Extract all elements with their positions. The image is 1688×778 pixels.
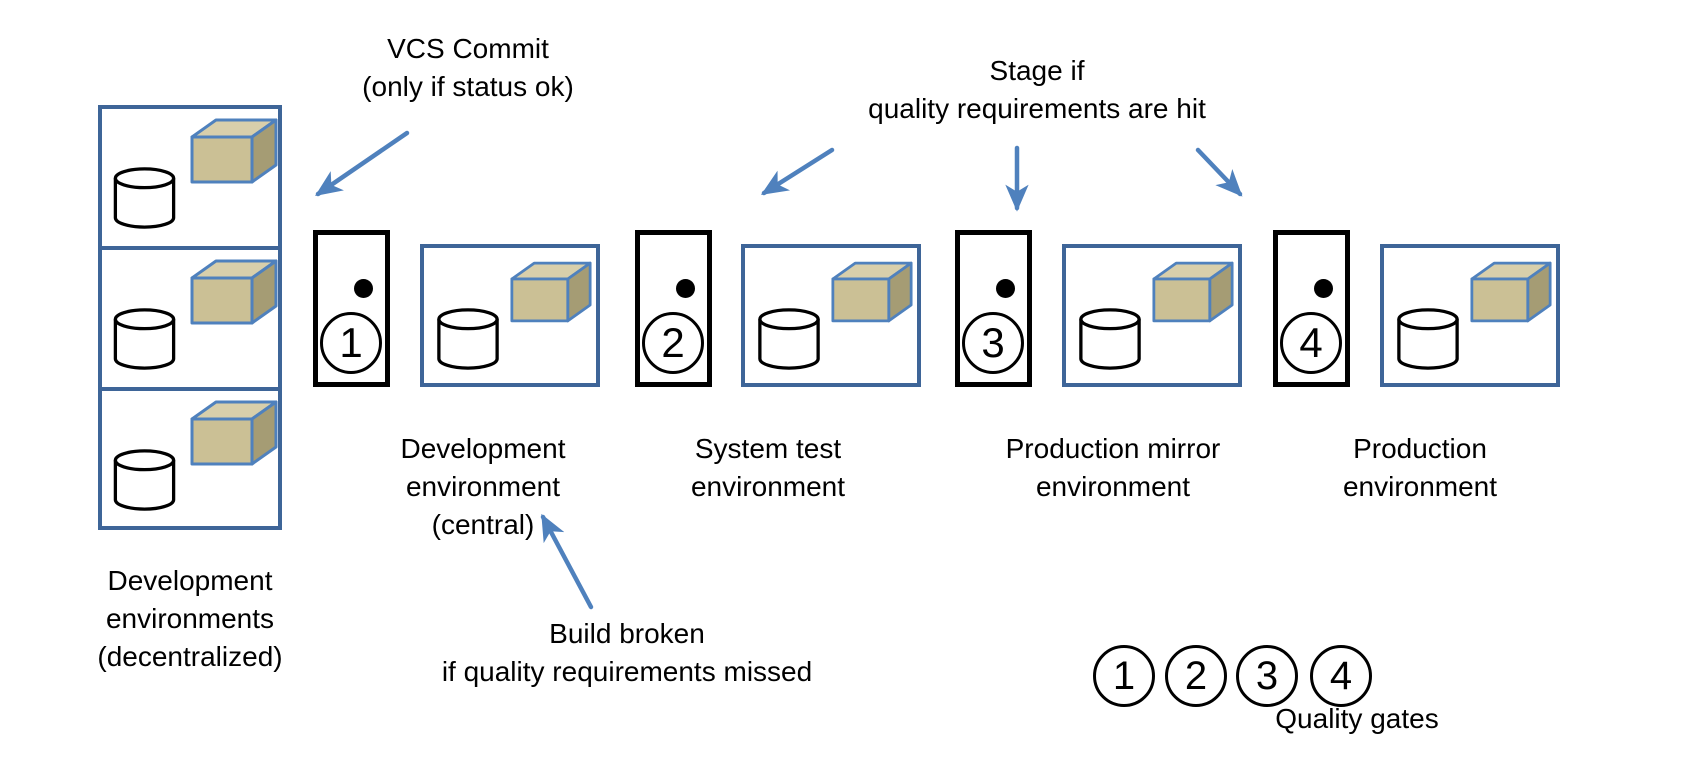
env-label-line: System test [694, 433, 842, 464]
quality-gate-1: 1 [313, 230, 390, 387]
database-cylinder-icon [436, 308, 500, 370]
env-label-line: environment [1035, 471, 1191, 502]
gate-indicator-dot [676, 279, 695, 298]
database-cylinder-icon [112, 308, 177, 370]
quality-gate-3: 3 [955, 230, 1032, 387]
package-cube-icon [1152, 260, 1234, 324]
package-cube-icon [190, 259, 278, 325]
package-cube-icon [831, 260, 913, 324]
annotation-line: (only if status ok) [362, 71, 574, 102]
legend-gate-number: 4 [1329, 654, 1353, 698]
env-label-system-test: System test environment [618, 430, 918, 506]
stack-divider [102, 387, 278, 391]
arrow-stage-left [760, 147, 835, 196]
env-box-dev-central [420, 244, 600, 387]
gate-indicator-dot [1314, 279, 1333, 298]
database-cylinder-icon [112, 449, 177, 511]
dev-stack-label: Development environments (decentralized) [40, 562, 340, 676]
gate-number: 1 [339, 319, 363, 366]
legend-label: Quality gates [1275, 703, 1439, 734]
arrow-vcs-commit [315, 130, 410, 197]
dev-environment-cell [102, 391, 278, 528]
annotation-vcs-commit: VCS Commit (only if status ok) [268, 30, 668, 106]
gate-indicator-dot [354, 279, 373, 298]
database-cylinder-icon [1396, 308, 1460, 370]
gate-number-badge: 1 [320, 312, 382, 374]
legend-gate-number: 3 [1255, 654, 1279, 698]
annotation-stage: Stage if quality requirements are hit [797, 52, 1277, 128]
env-label-production: Production environment [1270, 430, 1570, 506]
env-label-line: Development [400, 433, 566, 464]
annotation-line: if quality requirements missed [441, 656, 813, 687]
stack-divider [102, 246, 278, 250]
legend-gate-circle-1: 1 [1093, 645, 1155, 707]
env-label-line: Production [1353, 433, 1487, 464]
annotation-line: quality requirements are hit [868, 93, 1206, 124]
dev-stack-label-line: environments [105, 603, 275, 634]
env-label-line: Production mirror [1005, 433, 1221, 464]
legend-gate-circle-2: 2 [1165, 645, 1227, 707]
arrow-stage-right [1195, 147, 1243, 197]
quality-gate-4: 4 [1273, 230, 1350, 387]
package-cube-icon [1470, 260, 1552, 324]
env-box-production-mirror [1062, 244, 1242, 387]
package-cube-icon [190, 118, 278, 184]
annotation-line: VCS Commit [387, 33, 549, 64]
env-label-line: environment [1342, 471, 1498, 502]
gate-number: 4 [1299, 319, 1323, 366]
gate-number-badge: 4 [1280, 312, 1342, 374]
env-label-line: environment [405, 471, 561, 502]
package-cube-icon [190, 400, 278, 466]
dev-environment-cell [102, 250, 278, 387]
gate-number-badge: 2 [642, 312, 704, 374]
database-cylinder-icon [757, 308, 821, 370]
dev-environment-cell [102, 109, 278, 246]
env-box-production [1380, 244, 1560, 387]
dev-environments-stack [98, 105, 282, 530]
legend-gate-number: 2 [1184, 654, 1208, 698]
database-cylinder-icon [112, 167, 177, 229]
env-label-line: (central) [431, 509, 535, 540]
legend-gate-circle-3: 3 [1236, 645, 1298, 707]
package-cube-icon [510, 260, 592, 324]
env-box-system-test [741, 244, 921, 387]
gate-number-badge: 3 [962, 312, 1024, 374]
dev-stack-label-line: Development [107, 565, 273, 596]
env-label-line: environment [690, 471, 846, 502]
gate-number: 3 [981, 319, 1005, 366]
env-label-dev-central: Development environment (central) [333, 430, 633, 544]
annotation-line: Stage if [989, 55, 1085, 86]
quality-gate-2: 2 [635, 230, 712, 387]
annotation-line: Build broken [549, 618, 705, 649]
gate-indicator-dot [996, 279, 1015, 298]
env-label-production-mirror: Production mirror environment [963, 430, 1263, 506]
legend-gate-circle-4: 4 [1310, 645, 1372, 707]
annotation-build-broken: Build broken if quality requirements mis… [377, 615, 877, 691]
dev-stack-label-line: (decentralized) [97, 641, 283, 672]
legend-gate-number: 1 [1112, 654, 1136, 698]
gate-number: 2 [661, 319, 685, 366]
database-cylinder-icon [1078, 308, 1142, 370]
